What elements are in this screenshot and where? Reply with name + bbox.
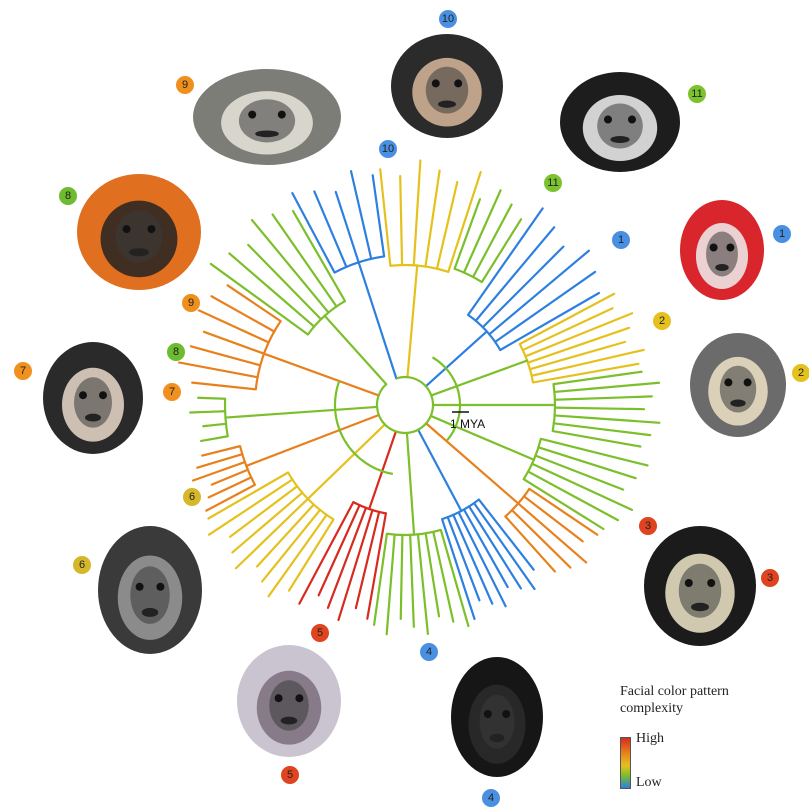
tree-badge-7: 7 xyxy=(163,383,182,402)
face-6-score-badge-label: 6 xyxy=(79,559,85,571)
face-5-score-badge-label: 5 xyxy=(287,769,293,781)
face-8-score-badge: 8 xyxy=(59,187,78,206)
face-9-score-badge: 9 xyxy=(176,76,195,95)
tree-badge-3: 3 xyxy=(639,517,658,536)
legend-high-label: High xyxy=(636,731,664,747)
tree-badge-10: 10 xyxy=(379,140,398,159)
tree-badge-4-label: 4 xyxy=(426,646,432,658)
tree-badge-6: 6 xyxy=(183,488,202,507)
face-1-score-badge: 1 xyxy=(773,225,792,244)
face-8-score-badge-label: 8 xyxy=(65,190,71,202)
tree-badge-2: 2 xyxy=(653,312,672,331)
face-3-score-badge-label: 3 xyxy=(767,572,773,584)
tree-badge-10-label: 10 xyxy=(382,143,394,155)
face-11-score-badge-label: 11 xyxy=(691,88,702,100)
face-7-score-badge-label: 7 xyxy=(20,365,26,377)
legend-low-label: Low xyxy=(636,775,662,791)
tree-badge-8-label: 8 xyxy=(173,346,179,358)
face-10-score-badge: 10 xyxy=(439,10,458,29)
face-3-score-badge: 3 xyxy=(761,569,780,588)
legend-title-line-1: Facial color pattern xyxy=(620,683,780,700)
tree-badge-11: 11 xyxy=(544,174,563,193)
complexity-legend: Facial color pattern complexity High Low xyxy=(620,683,780,717)
face-4-score-badge: 4 xyxy=(482,789,501,808)
face-9-score-badge-label: 9 xyxy=(182,79,188,91)
legend-title-line-2: complexity xyxy=(620,700,780,717)
face-11-score-badge: 11 xyxy=(688,85,707,104)
tree-badge-5: 5 xyxy=(311,624,330,643)
legend-color-bar xyxy=(620,737,631,789)
tree-badge-6-label: 6 xyxy=(189,491,195,503)
tree-badge-5-label: 5 xyxy=(317,627,323,639)
face-2-score-badge: 2 xyxy=(792,364,809,383)
face-1-score-badge-label: 1 xyxy=(779,228,785,240)
tree-badge-3-label: 3 xyxy=(645,520,651,532)
tree-badge-1: 1 xyxy=(612,231,631,250)
tree-badge-7-label: 7 xyxy=(169,386,175,398)
face-5-score-badge: 5 xyxy=(281,766,300,785)
face-7-score-badge: 7 xyxy=(14,362,33,381)
tree-badge-9: 9 xyxy=(182,294,201,313)
tree-badge-11-label: 11 xyxy=(547,177,558,189)
tree-badge-2-label: 2 xyxy=(659,315,665,327)
tree-badge-4: 4 xyxy=(420,643,439,662)
tree-badge-1-label: 1 xyxy=(618,234,624,246)
face-10-score-badge-label: 10 xyxy=(442,13,454,25)
face-2-score-badge-label: 2 xyxy=(798,367,804,379)
face-4-score-badge-label: 4 xyxy=(488,792,494,804)
face-6-score-badge: 6 xyxy=(73,556,92,575)
tree-badge-9-label: 9 xyxy=(188,297,194,309)
tree-badge-8: 8 xyxy=(167,343,186,362)
